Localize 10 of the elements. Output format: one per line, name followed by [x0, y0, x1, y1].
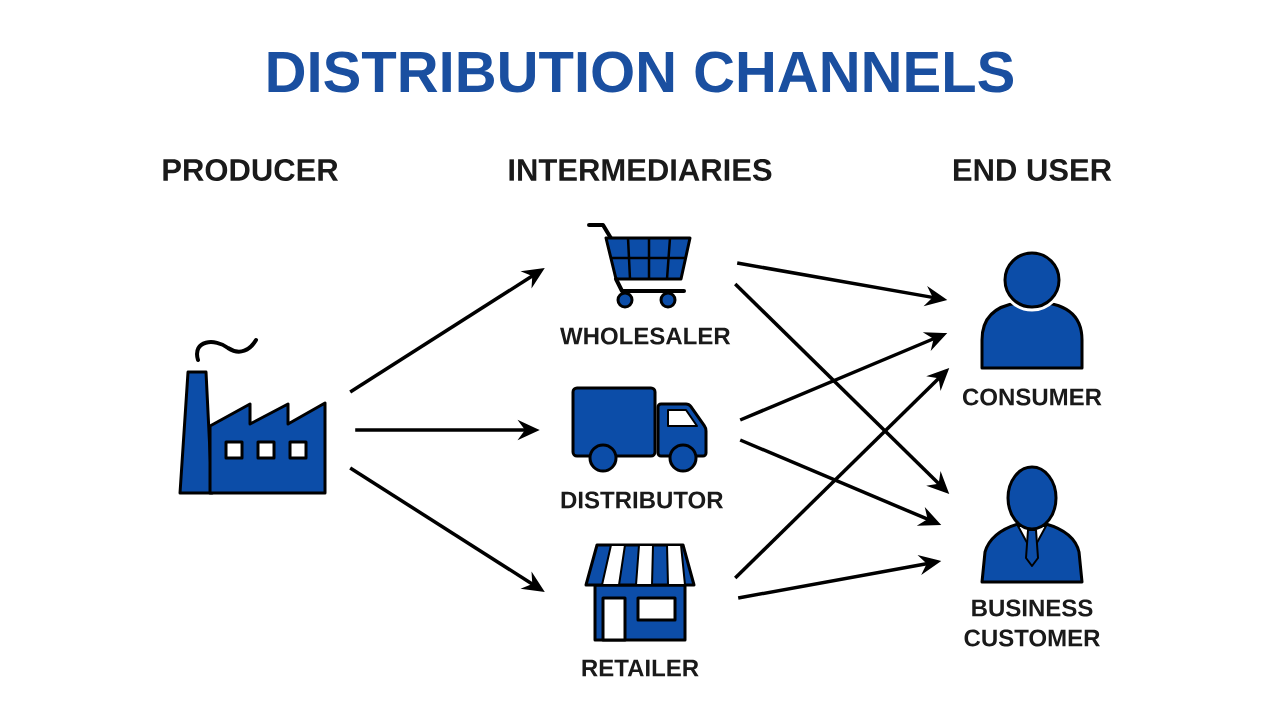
node-label: BUSINESS CUSTOMER: [964, 599, 1100, 647]
title: DISTRIBUTION CHANNELS: [268, 51, 1014, 93]
column-heading: END USER: [954, 159, 1112, 181]
column-heading: PRODUCER: [163, 159, 339, 181]
node-label: WHOLESALER: [560, 327, 731, 345]
factory-drawing: [178, 338, 327, 495]
column-heading: INTERMEDIARIES: [509, 159, 772, 181]
node-label: CONSUMER: [963, 388, 1102, 406]
node-label: DISTRIBUTOR: [561, 491, 724, 509]
node-label: RETAILER: [582, 659, 699, 677]
